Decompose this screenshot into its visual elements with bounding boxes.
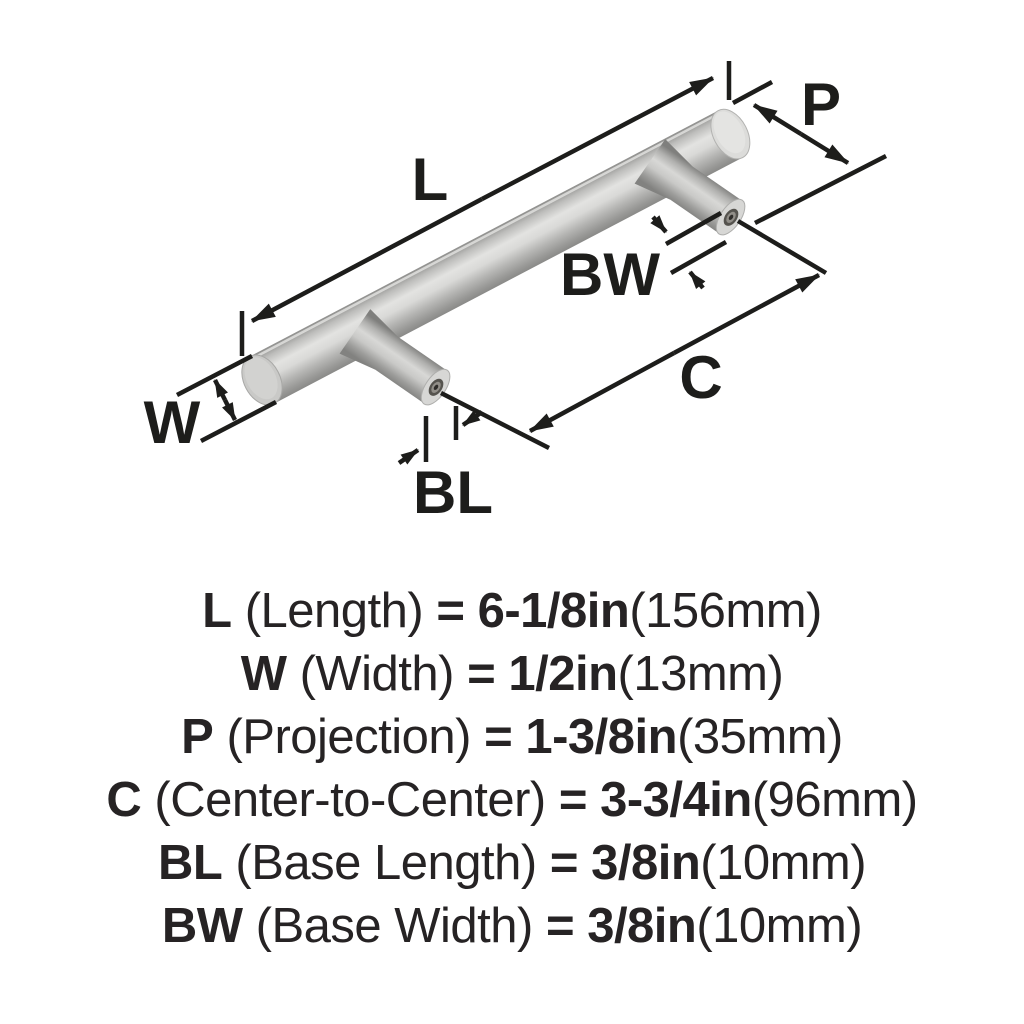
c-ext-left	[439, 390, 551, 451]
bw-arrow-lower	[688, 270, 706, 290]
p-ext-upper	[731, 80, 774, 105]
spec-name: (Center-to-Center)	[154, 773, 546, 827]
spec-symbol: L	[202, 584, 232, 638]
bar-left-end-face	[244, 357, 278, 400]
p-arrow-up	[752, 103, 803, 136]
w-arrow-up	[212, 378, 228, 402]
p-arrow-down	[799, 132, 850, 165]
spec-value-inches: 3/8in	[587, 899, 697, 953]
spec-name: (Length)	[244, 584, 424, 638]
label-length: L	[412, 146, 449, 213]
bl-arrow-left	[397, 448, 420, 465]
l-arrow-left	[250, 197, 484, 323]
equals-sign: =	[558, 773, 588, 827]
w-arrow-down	[222, 398, 238, 422]
handle-post-right	[634, 139, 746, 236]
spec-symbol: BL	[157, 836, 223, 890]
spec-value-inches: 1-3/8in	[525, 710, 678, 764]
c-arrow-right	[672, 273, 821, 355]
equals-sign: =	[484, 710, 513, 764]
spec-value-inches: 1/2in	[508, 647, 618, 701]
spec-line-base-width: BW (Base Width) = 3/8in(10mm)	[0, 895, 1024, 958]
spec-value-metric: (13mm)	[617, 647, 784, 701]
bw-arrow-upper	[650, 215, 668, 234]
dimension-length	[239, 61, 732, 356]
label-projection: P	[801, 71, 841, 138]
equals-sign: =	[436, 584, 465, 638]
spec-list: L (Length) = 6-1/8in(156mm) W (Width) = …	[0, 580, 1024, 958]
spec-value-inches: 6-1/8in	[477, 584, 630, 638]
bw-ext-upper	[664, 211, 723, 246]
dimension-base-length	[397, 406, 484, 465]
spec-line-center-to-center: C (Center-to-Center) = 3-3/4in(96mm)	[0, 769, 1024, 832]
equals-sign: =	[549, 836, 579, 890]
dimension-projection	[731, 80, 888, 226]
spec-symbol: C	[106, 773, 142, 827]
dimension-center-to-center	[439, 219, 828, 451]
spec-value-inches: 3-3/4in	[600, 773, 752, 827]
spec-symbol: BW	[161, 899, 243, 953]
dimension-base-width	[650, 211, 728, 290]
spec-value-metric: (96mm)	[751, 773, 918, 827]
dimension-width	[175, 354, 278, 443]
c-ext-right	[736, 219, 828, 275]
spec-name: (Width)	[299, 647, 455, 701]
spec-name: (Base Length)	[235, 836, 537, 890]
spec-line-width: W (Width) = 1/2in(13mm)	[0, 643, 1024, 706]
spec-value-inches: 3/8in	[591, 836, 701, 890]
spec-line-length: L (Length) = 6-1/8in(156mm)	[0, 580, 1024, 643]
label-width: W	[144, 389, 201, 456]
spec-name: (Projection)	[226, 710, 471, 764]
spec-line-projection: P (Projection) = 1-3/8in(35mm)	[0, 706, 1024, 769]
label-base-length: BL	[413, 459, 493, 526]
bar-right-end-face	[713, 111, 746, 154]
spec-value-metric: (10mm)	[696, 899, 863, 953]
bw-ext-lower	[669, 240, 728, 275]
bl-arrow-right	[461, 410, 484, 427]
spec-name: (Base Width)	[255, 899, 534, 953]
handle-illustration-svg: L W P BW	[144, 61, 888, 526]
l-arrow-right	[480, 76, 715, 201]
spec-symbol: W	[240, 647, 287, 701]
c-arrow-left	[528, 351, 676, 433]
spec-value-metric: (156mm)	[629, 584, 822, 638]
w-ext-lower	[199, 400, 278, 443]
label-center-to-center: C	[679, 344, 722, 411]
spec-value-metric: (35mm)	[677, 710, 843, 764]
spec-line-base-length: BL (Base Length) = 3/8in(10mm)	[0, 832, 1024, 895]
post-right-screw-center	[728, 214, 734, 221]
bar-top-highlight	[254, 113, 718, 359]
post-left-screw-center	[433, 384, 439, 391]
w-ext-upper	[175, 354, 254, 397]
spec-symbol: P	[181, 710, 214, 764]
handle-post-left	[339, 309, 451, 406]
equals-sign: =	[467, 647, 496, 701]
p-ext-lower	[753, 153, 888, 226]
spec-value-metric: (10mm)	[700, 836, 867, 890]
equals-sign: =	[545, 899, 575, 953]
label-base-width: BW	[560, 241, 660, 308]
